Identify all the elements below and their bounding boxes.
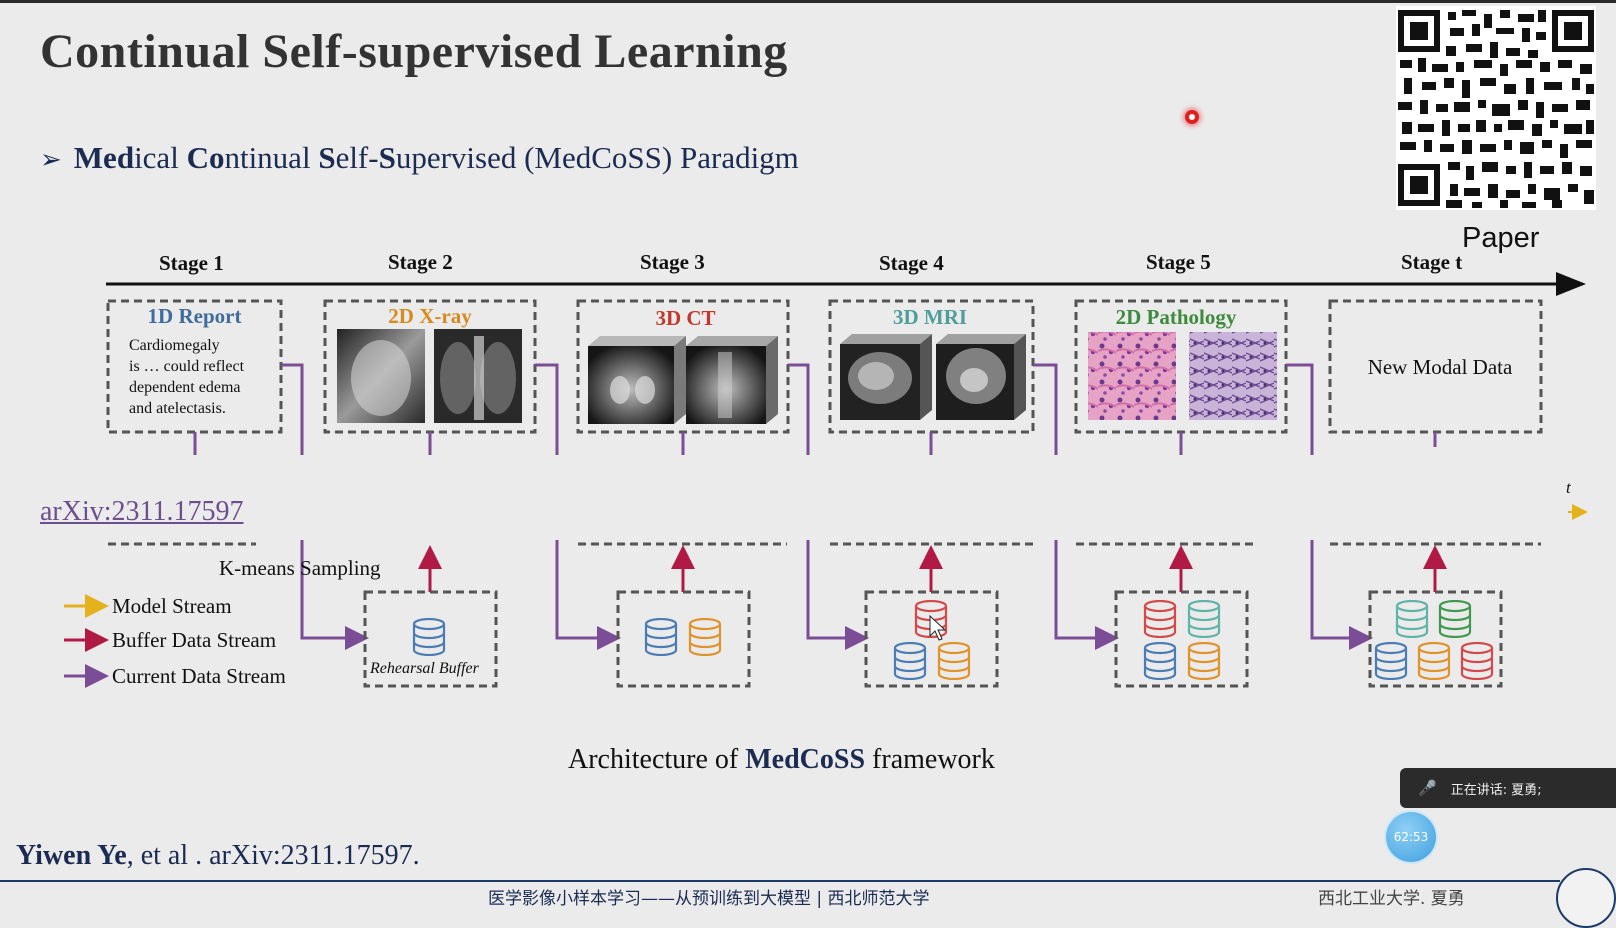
slide-subtitle: ➢ Medical Continual Self-Supervised (MedC… [40, 140, 799, 176]
subtitle-part: ical [134, 140, 187, 175]
mic-off-icon[interactable]: 🎤 [1418, 779, 1437, 797]
database-icon [1460, 642, 1494, 680]
database-icon [644, 618, 678, 656]
modality-title: 3D CT [655, 306, 716, 330]
kmeans-sampling-label: K-means Sampling [219, 556, 381, 580]
legend-buffer-stream: Buffer Data Stream [112, 628, 277, 652]
citation: Yiwen Ye, et al . arXiv:2311.17597. [16, 840, 420, 872]
database-icon [1395, 600, 1429, 638]
pathology-he-image [1088, 332, 1176, 420]
rehearsal-buffer-1 [363, 590, 498, 688]
meeting-timer[interactable]: 62:53 [1386, 812, 1436, 862]
subtitle-part: upervised (MedCoSS) Paradigm [395, 140, 799, 175]
top-border [0, 0, 1616, 3]
figure-caption: Architecture of MedCoSS framework [568, 744, 995, 776]
laser-pointer-icon [1185, 110, 1199, 124]
footer-presenter: 西北工业大学. 夏勇 [1318, 889, 1465, 909]
subtitle-part: Co [186, 140, 225, 175]
modality-title: 2D Pathology [1115, 305, 1237, 329]
database-icon [688, 618, 722, 656]
stage-label: Stage 3 [640, 250, 705, 274]
database-icon [1187, 642, 1221, 680]
footer-course-title: 医学影像小样本学习——从预训练到大模型 | 西北师范大学 [488, 889, 930, 909]
ct-cube-1 [588, 336, 686, 424]
citation-author: Yiwen Ye [16, 840, 127, 871]
stage-label: Stage t [1401, 250, 1463, 274]
database-icon [1187, 600, 1221, 638]
speaking-text: 正在讲话: 夏勇; [1450, 782, 1542, 798]
legend-model-stream: Model Stream [112, 594, 232, 618]
stage-label: Stage 1 [159, 251, 224, 275]
pathology-purple-image [1189, 332, 1277, 420]
database-icon [937, 642, 971, 680]
subtitle-part: elf- [335, 140, 379, 175]
rehearsal-buffer-2 [616, 590, 751, 688]
footer-divider [0, 880, 1560, 882]
university-seal-icon [1556, 868, 1616, 928]
caption-bold: MedCoSS [745, 744, 866, 775]
medcoss-architecture-diagram [64, 272, 1588, 688]
speaking-indicator: 🎤 正在讲话: 夏勇; [1400, 768, 1616, 808]
report-line: Cardiomegaly [129, 337, 220, 354]
arxiv-link[interactable]: arXiv:2311.17597 [40, 496, 244, 527]
slide-title: Continual Self-supervised Learning [40, 25, 788, 78]
stage-label: Stage 4 [879, 251, 944, 275]
legend-current-stream: Current Data Stream [112, 664, 286, 688]
bullet-arrow-icon: ➢ [40, 145, 62, 175]
report-line: and atelectasis. [129, 400, 226, 417]
rehearsal-buffer-3 [864, 590, 999, 688]
report-text: Cardiomegaly is … could reflect dependen… [129, 335, 244, 419]
new-modal-data-label: New Modal Data [1367, 355, 1513, 379]
modality-title: 3D MRI [892, 305, 968, 329]
database-icon [1143, 642, 1177, 680]
report-line: is … could reflect [129, 358, 245, 375]
mri-cube-1 [840, 334, 932, 420]
time-t-label: t [1566, 478, 1571, 497]
caption-prefix: Architecture of [568, 744, 746, 775]
database-icon [1143, 600, 1177, 638]
subtitle-part: S [318, 140, 336, 175]
subtitle-part: Med [73, 140, 135, 175]
database-icon [1374, 642, 1408, 680]
rehearsal-buffer-4 [1114, 590, 1249, 688]
rehearsal-buffer-label: Rehearsal Buffer [370, 660, 479, 677]
citation-rest: , et al . arXiv:2311.17597. [126, 840, 420, 871]
mouse-cursor-icon [929, 614, 947, 641]
database-icon [1438, 600, 1472, 638]
rehearsal-buffer-5 [1368, 590, 1503, 688]
database-icon [412, 618, 446, 656]
stage-label: Stage 5 [1146, 250, 1211, 274]
database-icon [893, 642, 927, 680]
qr-paper-label: Paper [1462, 222, 1540, 254]
qr-code-icon[interactable] [1396, 6, 1596, 210]
stage-label: Stage 2 [388, 250, 453, 274]
database-icon [1417, 642, 1451, 680]
modality-title: 1D Report [147, 304, 242, 328]
ct-cube-2 [686, 336, 778, 424]
mri-cube-2 [936, 334, 1026, 420]
report-line: dependent edema [129, 379, 241, 396]
subtitle-part: S [378, 140, 396, 175]
modality-title: 2D X-ray [388, 304, 472, 328]
subtitle-part: ntinual [224, 140, 319, 175]
caption-suffix: framework [865, 744, 995, 775]
